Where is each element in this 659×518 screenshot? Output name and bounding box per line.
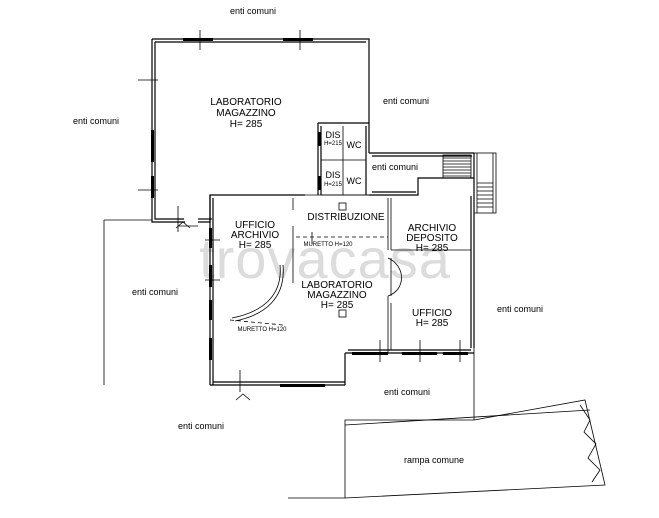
common-area-label: enti comuni	[132, 287, 178, 297]
room-name: MAGAZZINO	[307, 290, 367, 301]
room-name: DEPOSITO	[406, 233, 458, 244]
room-height: H= 285	[416, 243, 449, 254]
windows	[151, 38, 468, 387]
common-area-label: enti comuni	[372, 162, 418, 172]
room-name: DISTRIBUZIONE	[307, 212, 385, 223]
watermark: trovacasa	[199, 227, 451, 290]
common-area-label: enti comuni	[178, 421, 224, 431]
muretto-label: MURETTO H=120	[303, 242, 353, 248]
room-name: LABORATORIO	[301, 280, 373, 291]
room-name: UFFICIO	[412, 308, 452, 319]
room-name: ARCHIVIO	[231, 230, 280, 241]
muretto-line-2	[229, 319, 284, 326]
room-name: WC	[347, 140, 362, 150]
room-name: DIS	[325, 130, 340, 140]
common-area-label: enti comuni	[383, 96, 429, 106]
room-name: MAGAZZINO	[216, 108, 276, 119]
room-height: H= 285	[416, 318, 449, 329]
ramp-label: rampa comune	[404, 455, 464, 465]
common-area-label: enti comuni	[497, 304, 543, 314]
muretto-label: MURETTO H=120	[237, 327, 287, 333]
room-name: WC	[347, 176, 362, 186]
staircase	[442, 152, 497, 214]
common-area-label: enti comuni	[384, 387, 430, 397]
tick-marks	[138, 30, 461, 401]
room-height: H= 285	[321, 300, 354, 311]
room-height: H= 285	[230, 119, 263, 130]
site-lines	[103, 219, 606, 499]
common-area-label: enti comuni	[230, 6, 276, 16]
room-name: ARCHIVIO	[408, 223, 457, 234]
room-name: DIS	[325, 170, 340, 180]
door-arc	[387, 257, 402, 297]
room-height: H=215	[324, 182, 343, 188]
room-height: H=215	[324, 141, 343, 147]
room-height: H= 285	[239, 240, 272, 251]
room-name: UFFICIO	[235, 220, 275, 231]
common-area-label: enti comuni	[73, 116, 119, 126]
curved-partition	[231, 264, 281, 319]
room-name: LABORATORIO	[210, 97, 282, 108]
